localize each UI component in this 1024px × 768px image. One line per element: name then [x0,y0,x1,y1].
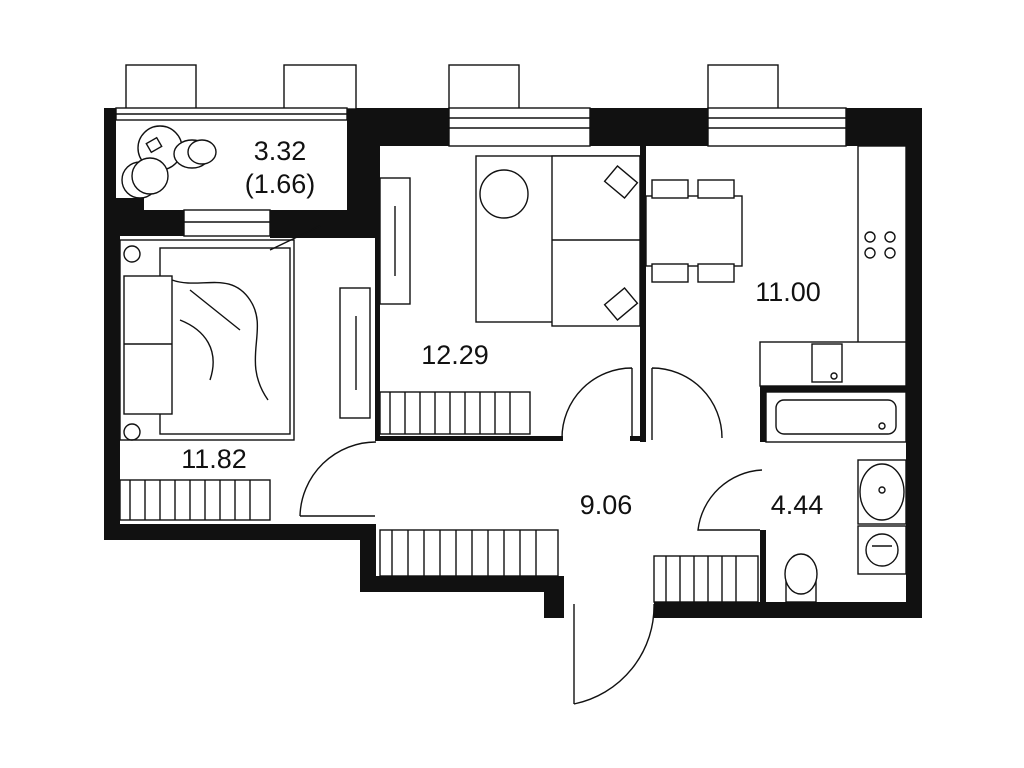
windows [115,64,847,237]
area-labels: 3.32 (1.66) 11.82 12.29 11.00 9.06 4.44 [181,136,823,520]
bathroom-furniture [697,391,907,603]
balcony-furniture [121,125,217,199]
bedroom-furniture [119,225,377,521]
living-room-furniture [379,155,641,440]
hallway-area-label: 9.06 [580,490,633,520]
hallway-radiator-fins [391,530,537,576]
balcony-reduced-area-label: (1.66) [245,169,316,199]
bathroom-area-label: 4.44 [771,490,824,520]
interior-walls [375,146,906,602]
bedroom-area-label: 11.82 [181,444,247,474]
kitchen-area-label: 11.00 [755,277,821,307]
balcony-area-label: 3.32 [254,136,307,166]
hallway-radiator-fins-2 [665,556,737,602]
hallway-furniture [379,529,759,705]
kitchen-furniture [645,145,907,440]
exterior-walls [104,108,922,618]
bedroom-radiator-fins [129,480,251,520]
living-radiator-fins [389,392,511,434]
living-room-area-label: 12.29 [421,340,489,370]
